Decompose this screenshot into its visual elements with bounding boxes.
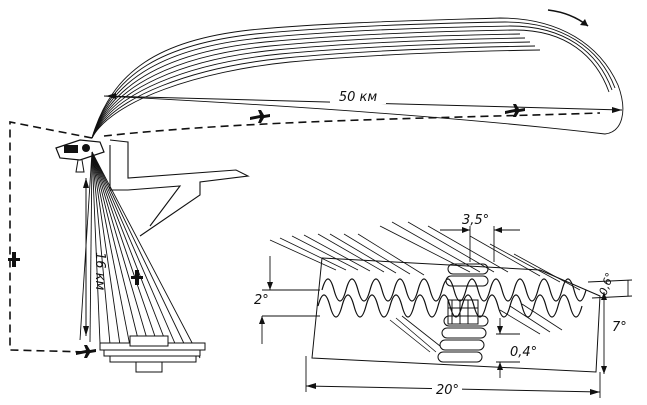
beam-cross-section — [269, 221, 601, 373]
label-20deg: 20° — [436, 383, 459, 398]
annot-7deg: 7° — [601, 292, 628, 374]
label-7deg: 7° — [612, 320, 627, 335]
label-3-5deg: 3,5° — [462, 213, 489, 228]
runway-outline — [109, 139, 250, 237]
annot-20deg: 20° — [305, 356, 601, 398]
dimension-50km: 50 км — [105, 88, 623, 113]
dimension-16km: 16 км — [83, 178, 107, 336]
annot-2deg: 2° — [254, 256, 320, 344]
short-range-beam-fan — [79, 151, 201, 359]
label-0-6deg: 0,6° — [597, 271, 617, 297]
annot-0-4deg: 0,4° — [496, 318, 537, 378]
label-0-4deg: 0,4° — [510, 345, 537, 360]
flight-track-dashed — [9, 112, 601, 353]
label-50km: 50 км — [339, 90, 378, 105]
annot-3-5deg: 3,5° — [440, 213, 520, 262]
aircraft-short-beam-icon — [131, 270, 143, 285]
rotation-arrow-icon — [547, 9, 589, 27]
label-2deg: 2° — [254, 293, 269, 308]
label-16km: 16 км — [92, 252, 107, 291]
aircraft-icon — [8, 104, 525, 358]
short-beam-slabs — [99, 335, 206, 373]
